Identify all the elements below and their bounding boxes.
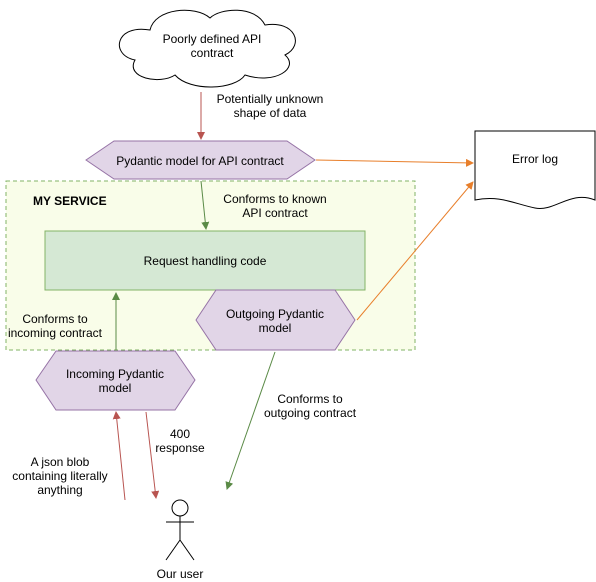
incoming-model-label-line1: Incoming Pydantic bbox=[66, 367, 164, 381]
arrow-outgoing-model-to-error-log bbox=[356, 181, 474, 321]
cloud-label-line2: contract bbox=[191, 46, 234, 60]
label-conforms-outgoing-line1: Conforms to bbox=[277, 392, 343, 406]
cloud-label-line1: Poorly defined API bbox=[163, 32, 262, 46]
request-handling-box[interactable] bbox=[44, 230, 366, 291]
label-json-blob-line3: anything bbox=[37, 483, 82, 497]
outgoing-model-label-line1: Outgoing Pydantic bbox=[226, 307, 324, 321]
label-json-blob-line2: containing literally bbox=[12, 469, 107, 483]
arrow-outgoing-model-to-user bbox=[225, 351, 276, 490]
incoming-model[interactable] bbox=[35, 350, 196, 411]
arrow-api-model-to-error-log bbox=[315, 158, 474, 167]
incoming-model-label-line2: model bbox=[99, 381, 132, 395]
label-400-response-line1: 400 bbox=[170, 427, 190, 441]
api-contract-cloud[interactable] bbox=[118, 9, 296, 88]
user-actor-icon[interactable] bbox=[165, 499, 195, 561]
outgoing-model-label-line2: model bbox=[259, 321, 292, 335]
outgoing-model[interactable] bbox=[195, 289, 356, 351]
label-conforms-outgoing-line2: outgoing contract bbox=[264, 406, 357, 420]
arrow-user-to-incoming-model bbox=[112, 411, 126, 501]
api-contract-model[interactable] bbox=[85, 140, 316, 180]
request-handling-label: Request handling code bbox=[144, 254, 267, 268]
service-title: MY SERVICE bbox=[33, 194, 107, 208]
arrow-api-model-to-request-handling bbox=[200, 180, 210, 230]
error-log-document[interactable] bbox=[474, 130, 596, 209]
arrow-incoming-model-400-to-user bbox=[145, 411, 160, 499]
label-400-response-line2: response bbox=[155, 441, 205, 455]
user-label: Our user bbox=[157, 567, 204, 581]
label-conforms-known-line2: API contract bbox=[242, 206, 308, 220]
label-conforms-incoming-line1: Conforms to bbox=[22, 312, 88, 326]
label-conforms-incoming-line2: incoming contract bbox=[8, 326, 103, 340]
label-unknown-shape-line2: shape of data bbox=[234, 106, 307, 120]
api-contract-model-label: Pydantic model for API contract bbox=[116, 154, 284, 168]
label-conforms-known-line1: Conforms to known bbox=[223, 192, 326, 206]
label-json-blob-line1: A json blob bbox=[31, 455, 90, 469]
label-unknown-shape-line1: Potentially unknown bbox=[217, 92, 324, 106]
error-log-label: Error log bbox=[512, 152, 558, 166]
